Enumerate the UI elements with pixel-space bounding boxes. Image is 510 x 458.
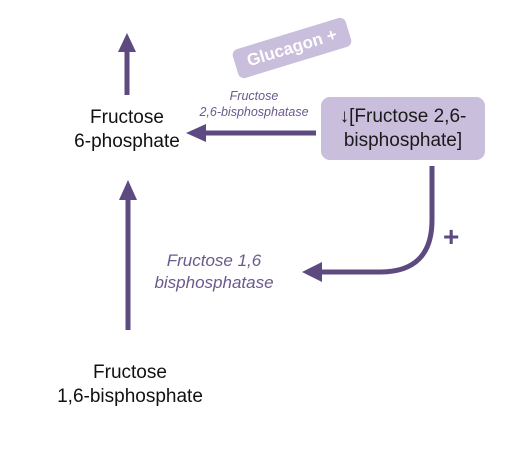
f16bp-line-1: Fructose — [93, 362, 167, 383]
f26bpase-line-1: Fructose — [229, 89, 279, 103]
arrow-up-from-f6p — [118, 33, 136, 95]
arrow-f16bp-to-f6p — [119, 180, 137, 330]
regulator-line-2: bisphosphate] — [343, 129, 463, 151]
f16bpase-line-2: bisphosphatase — [154, 273, 274, 292]
fructose-1-6-bisphosphatase-label: Fructose 1,6 bisphosphatase — [142, 250, 286, 294]
arrow-f26bp-to-f6p — [186, 124, 316, 142]
f26bpase-line-2: 2,6-bisphosphatase — [199, 105, 309, 119]
fructose-2-6-bisphosphatase-label: Fructose 2,6-bisphosphatase — [186, 88, 322, 120]
fructose-6-phosphate-label: Fructose 6-phosphate — [52, 106, 202, 154]
regulator-line-1: ↓[Fructose 2,6- — [339, 105, 467, 127]
fructose-2-6-bisphosphate-box: ↓[Fructose 2,6- bisphosphate] — [321, 97, 485, 160]
f6p-line-1: Fructose — [90, 107, 164, 128]
fructose-1-6-bisphosphate-label: Fructose 1,6-bisphosphate — [40, 361, 220, 409]
f16bpase-line-1: Fructose 1,6 — [166, 251, 262, 270]
f6p-line-2: 6-phosphate — [74, 131, 180, 152]
activation-plus-sign: + — [443, 221, 460, 252]
arrow-activation-curve — [302, 166, 435, 282]
f16bp-line-2: 1,6-bisphosphate — [57, 386, 203, 407]
